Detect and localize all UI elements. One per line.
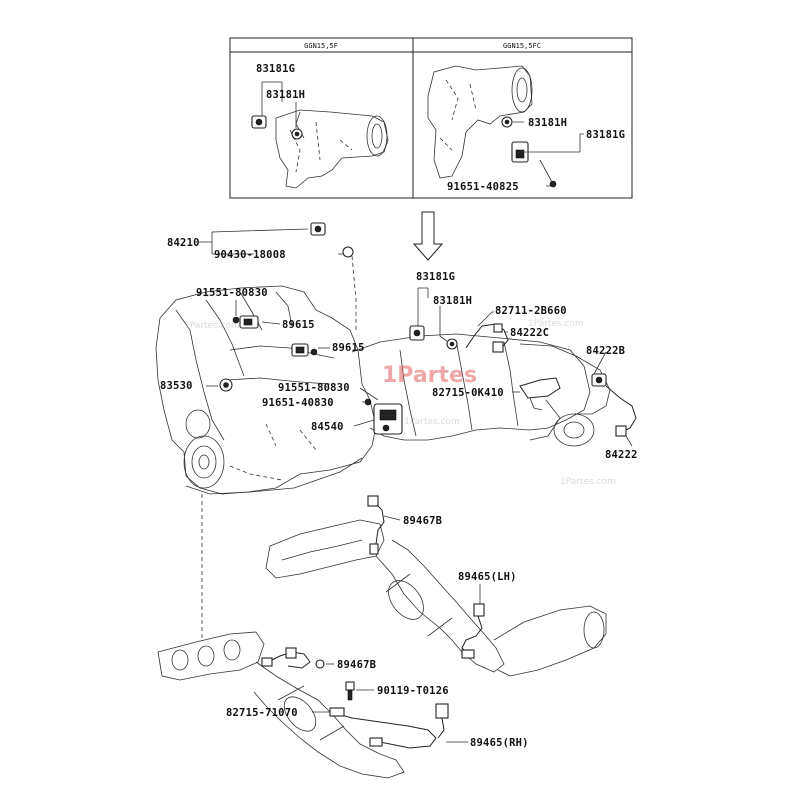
label-89465-lh: 89465(LH) [458,571,517,583]
inset-left-sensor [251,115,303,140]
transfer-output [553,413,595,447]
leader-83181 [417,287,449,343]
label-89615-b: 89615 [332,342,365,354]
leader-89615-a [235,300,281,325]
exhaust-lh-assembly [265,519,607,677]
exhaust-rh-assembly [157,631,405,779]
engine-block [155,285,377,495]
watermark-layer: 1Partes 1Partes.com 1Partes.com 1Partes.… [184,319,616,487]
inset-left-leaders [261,81,297,128]
harness-82711-2b660 [465,323,509,353]
watermark-site-4: 1Partes.com [560,477,616,487]
inset-right-header: GGN15,5FC [503,42,541,50]
leader-89465-rh [312,711,468,743]
sensor-84222b [591,373,637,437]
leader-84222b [593,351,633,447]
watermark-site-1: 1Partes.com [184,321,240,331]
label-83181h: 83181H [433,295,472,307]
actuator-84540 [364,398,403,435]
sensor-89465-rh [329,703,449,749]
down-arrow [412,211,444,261]
bolt-90119-t0126 [345,681,355,701]
sensor-83181g-main [409,325,458,350]
transmission-housing [351,333,591,441]
watermark-site-3: 1Partes.com [404,417,460,427]
label-91551-80830-b: 91551-80830 [278,382,350,394]
leader-84210 [198,228,344,255]
watermark-site-2: 1Partes.com [528,319,584,329]
inset-83181g-left-label: 83181G [256,63,295,75]
inset-83181g-right-label: 83181G [586,129,625,141]
label-89615-a: 89615 [282,319,315,331]
label-89467b-upper: 89467B [403,515,442,527]
leader-89467b-upper [383,515,401,521]
label-84540: 84540 [311,421,344,433]
label-91551-80830-a: 91551-80830 [196,287,268,299]
switch-83530 [219,378,233,392]
label-82715-71070: 82715-71070 [226,707,298,719]
inset-left-housing [275,109,389,189]
inset-right-housing [427,65,533,179]
inset-91651-40825-label: 91651-40825 [447,181,519,193]
label-89465-rh: 89465(RH) [470,737,529,749]
sensor-89467b-upper [367,495,385,555]
lh-front-pipe [493,605,607,677]
watermark-logo: 1Partes [382,363,477,388]
rh-catalyst [253,661,405,779]
label-82715-0k410: 82715-0K410 [432,387,504,399]
sensor-89615-a [232,315,259,329]
sensor-89465-lh [461,603,485,659]
label-84222b: 84222B [586,345,625,357]
sensor-89615-b [291,343,318,357]
lh-catalyst [375,539,505,673]
inset-frame [229,37,633,199]
label-90119-t0126: 90119-T0126 [377,685,449,697]
inset-right-leaders [513,121,584,187]
inset-panel: GGN15,5F GGN15,5FC 83181G 83181H [229,37,633,199]
crank-pulley [183,435,225,489]
sensor-84210 [310,222,354,258]
leader-84540 [353,387,379,427]
label-89467b-lower: 89467B [337,659,376,671]
label-82711-2b660: 82711-2B660 [495,305,567,317]
label-91651-40830: 91651-40830 [262,397,334,409]
inset-83181h-right-label: 83181H [528,117,567,129]
inset-right-sensor [501,116,557,188]
label-84222c: 84222C [510,327,549,339]
leader-82711 [477,311,494,327]
dash-84210-to-engine [351,255,357,330]
label-83181g: 83181G [416,271,455,283]
inset-left-header: GGN15,5F [304,42,338,50]
engine-transmission-assembly [155,285,611,495]
label-90430-18008: 90430-18008 [214,249,286,261]
rh-manifold [157,631,265,681]
bracket-82715-0k410 [519,377,561,411]
label-84210: 84210 [167,237,200,249]
sensor-89467b-lower [261,647,325,669]
label-84222: 84222 [605,449,638,461]
label-83530: 83530 [160,380,193,392]
inset-83181h-left-label: 83181H [266,89,305,101]
